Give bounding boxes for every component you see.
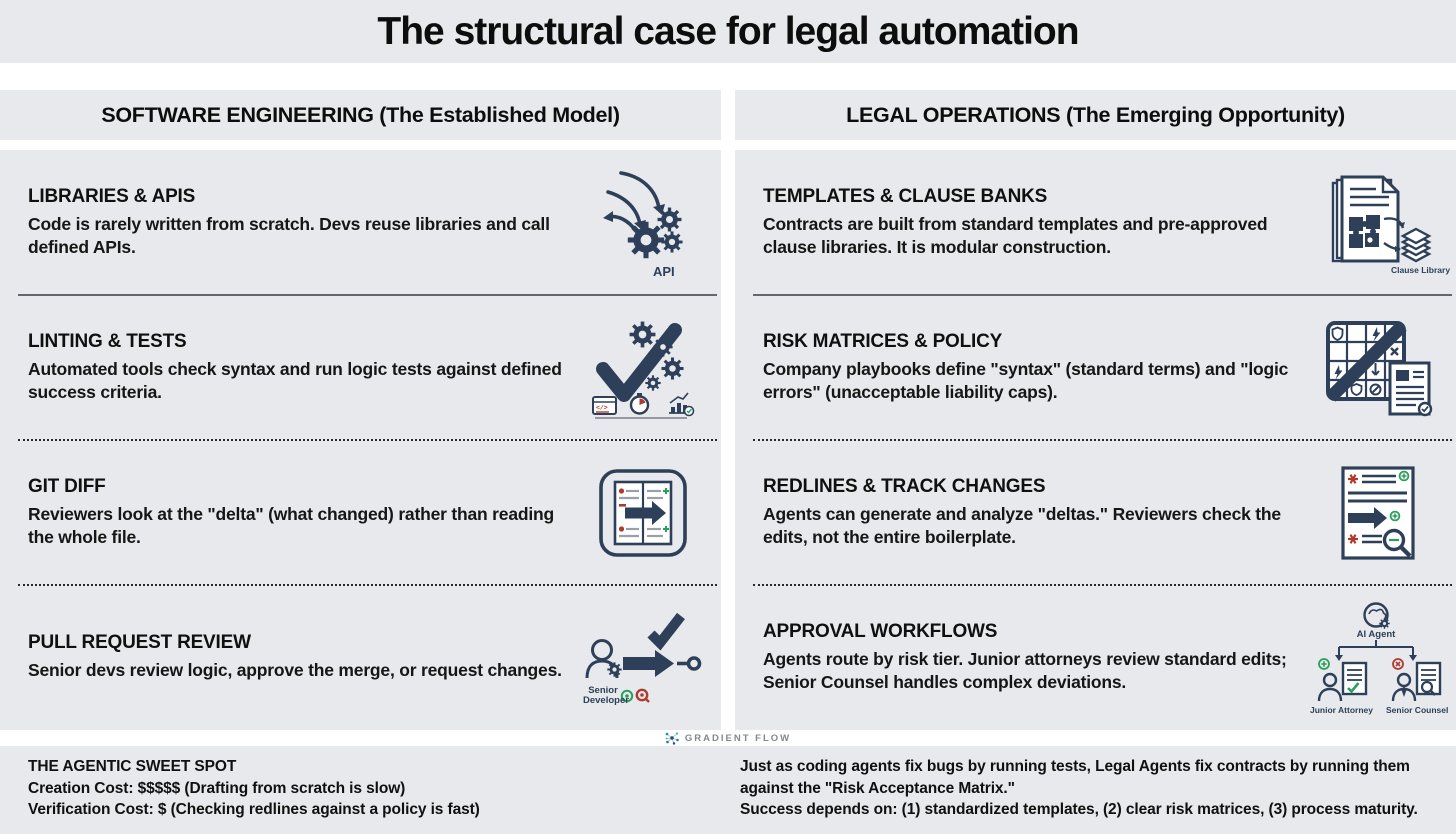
redline-document-icon — [1338, 465, 1418, 561]
row-title: TEMPLATES & CLAUSE BANKS — [763, 185, 1048, 207]
row-title: REDLINES & TRACK CHANGES — [763, 475, 1046, 497]
row-title: RISK MATRICES & POLICY — [763, 330, 1003, 352]
row-body: Automated tools check syntax and run log… — [28, 358, 562, 403]
row-body: Senior devs review logic, approve the me… — [28, 660, 562, 681]
row-body: Agents route by risk tier. Junior attorn… — [763, 648, 1287, 693]
footer-verification-cost: Verification Cost: $ (Checking redlines … — [28, 801, 480, 818]
junior-attorney-icon-label: Junior Attorney — [1310, 704, 1373, 715]
gradient-flow-logo-text: GRADIENT FLOW — [684, 732, 792, 744]
comparison-columns: SOFTWARE ENGINEERING (The Established Mo… — [0, 90, 1456, 730]
legal-column-title: LEGAL OPERATIONS (The Emerging Opportuni… — [846, 102, 1345, 127]
row-title: APPROVAL WORKFLOWS — [763, 620, 998, 642]
clause-library-document-icon: Clause Library — [1321, 173, 1450, 275]
senior-developer-icon-label: Senior Developer — [583, 684, 629, 706]
footer-agentic-sweet-spot: THE AGENTIC SWEET SPOT Creation Cost: $$… — [0, 756, 740, 834]
row-templates-clause-banks: TEMPLATES & CLAUSE BANKS Contracts are b… — [735, 150, 1456, 296]
network-dots-icon — [665, 731, 679, 745]
row-body: Reviewers look at the "delta" (what chan… — [28, 503, 554, 548]
footer-legal-agents-note: Just as coding agents fix bugs by runnin… — [740, 756, 1456, 834]
svg-text:</>: </> — [596, 404, 608, 411]
row-linting-tests: LINTING & TESTS Automated tools check sy… — [0, 295, 721, 441]
api-icon-label: API — [653, 263, 675, 279]
row-title: LINTING & TESTS — [28, 330, 187, 352]
row-title: PULL REQUEST REVIEW — [28, 632, 251, 654]
footer-left-title: THE AGENTIC SWEET SPOT — [28, 758, 237, 775]
diff-panel-icon — [597, 467, 689, 559]
senior-counsel-icon-label: Senior Counsel — [1386, 704, 1449, 715]
software-column-title: SOFTWARE ENGINEERING (The Established Mo… — [101, 102, 620, 127]
row-redlines-track-changes: REDLINES & TRACK CHANGES Agents can gene… — [735, 440, 1456, 586]
legal-panel: TEMPLATES & CLAUSE BANKS Contracts are b… — [735, 150, 1456, 730]
checkmark-gears-icon: </> — [587, 317, 699, 419]
legal-column-header: LEGAL OPERATIONS (The Emerging Opportuni… — [735, 90, 1456, 140]
page-title: The structural case for legal automation — [377, 9, 1079, 53]
risk-matrix-icon — [1322, 319, 1434, 417]
column-software-engineering: SOFTWARE ENGINEERING (The Established Mo… — [0, 90, 721, 730]
approval-workflow-icon: AI Agent Junior Attorney Senior Counsel — [1310, 600, 1449, 716]
api-gears-icon: API — [591, 167, 695, 279]
row-title: GIT DIFF — [28, 475, 106, 497]
row-risk-matrices-policy: RISK MATRICES & POLICY Company playbooks… — [735, 295, 1456, 441]
title-banner: The structural case for legal automation — [0, 0, 1456, 63]
ai-agent-icon-label: AI Agent — [1356, 628, 1396, 640]
row-body: Company playbooks define "syntax" (stand… — [763, 358, 1289, 403]
row-body: Contracts are built from standard templa… — [763, 213, 1268, 258]
software-panel: LIBRARIES & APIS Code is rarely written … — [0, 150, 721, 730]
column-legal-operations: LEGAL OPERATIONS (The Emerging Opportuni… — [735, 90, 1456, 730]
row-git-diff: GIT DIFF Reviewers look at the "delta" (… — [0, 440, 721, 586]
row-approval-workflows: APPROVAL WORKFLOWS Agents route by risk … — [735, 585, 1456, 730]
footer-right-line2: Success depends on: (1) standardized tem… — [740, 801, 1418, 818]
row-body: Agents can generate and analyze "deltas.… — [763, 503, 1281, 548]
row-body: Code is rarely written from scratch. Dev… — [28, 213, 550, 258]
row-pull-request-review: PULL REQUEST REVIEW Senior devs review l… — [0, 585, 721, 730]
logo-strip: GRADIENT FLOW — [0, 730, 1456, 746]
clause-library-icon-label: Clause Library — [1391, 264, 1451, 275]
footer-creation-cost: Creation Cost: $$$$$ (Drafting from scra… — [28, 779, 406, 797]
footer: THE AGENTIC SWEET SPOT Creation Cost: $$… — [0, 746, 1456, 834]
row-title: LIBRARIES & APIS — [28, 185, 196, 207]
reviewer-merge-icon: Senior Developer — [581, 608, 705, 708]
row-libraries-apis: LIBRARIES & APIS Code is rarely written … — [0, 150, 721, 296]
footer-right-line1: Just as coding agents fix bugs by runnin… — [740, 758, 1410, 797]
software-column-header: SOFTWARE ENGINEERING (The Established Mo… — [0, 90, 721, 140]
